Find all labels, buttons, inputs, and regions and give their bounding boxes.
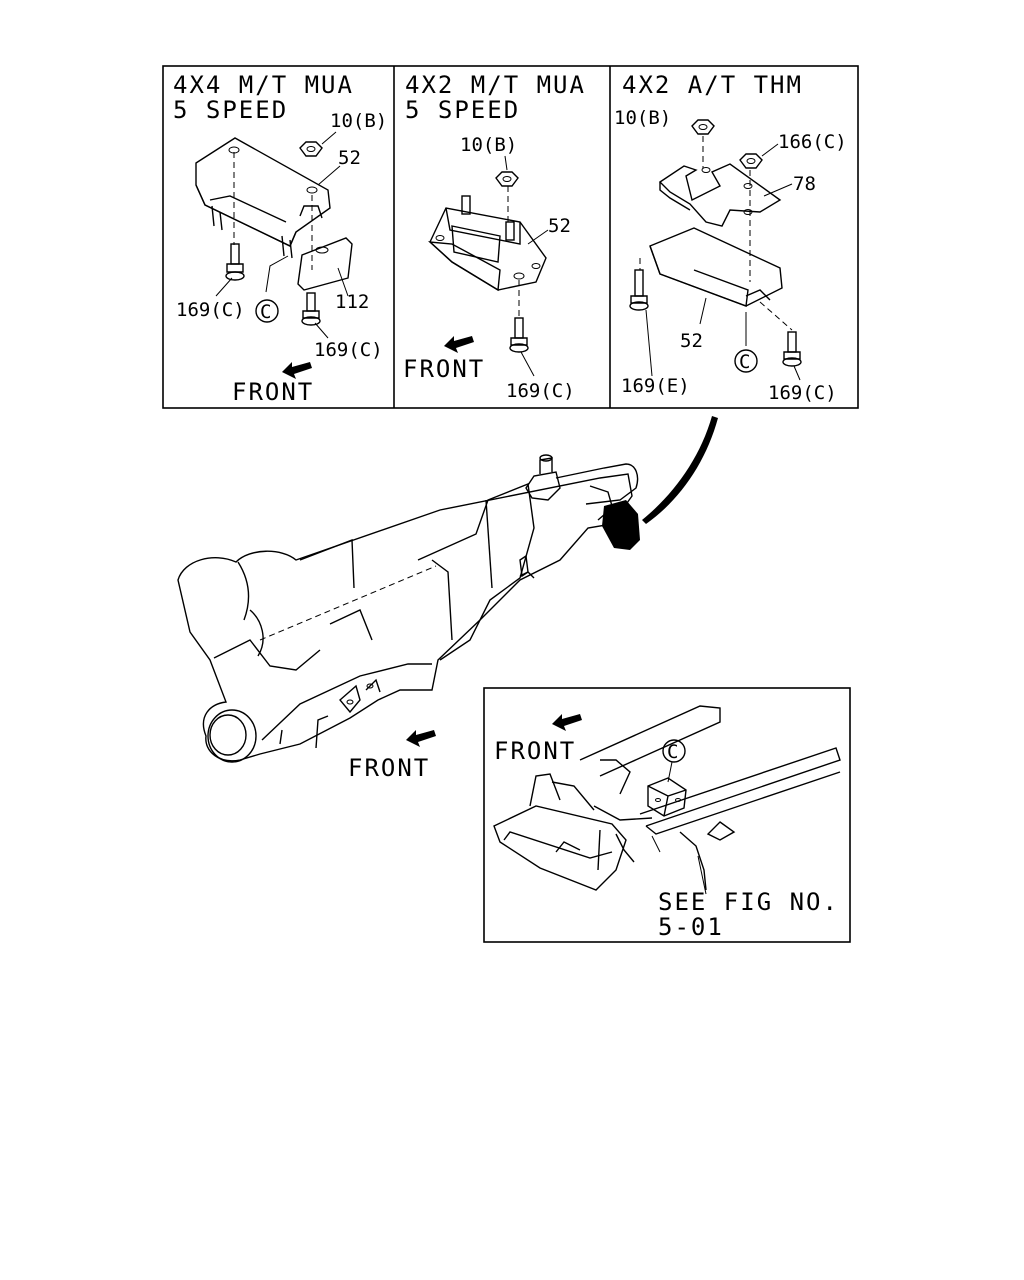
callout-52: 52 [548, 215, 571, 237]
callout-169c-right: 169(C) [314, 339, 383, 361]
callout-10b: 10(B) [460, 134, 517, 156]
bolt-169e-icon [629, 269, 653, 377]
bolt-169c-icon [782, 331, 802, 381]
callout-169e: 169(E) [621, 375, 690, 397]
panel-1-header-line2: 5 SPEED [173, 96, 288, 124]
see-fig-line2: 5-01 [658, 913, 724, 941]
callout-10b: 10(B) [330, 110, 387, 132]
pointer-arrow-icon [642, 416, 718, 524]
leader-78 [763, 183, 793, 197]
callout-112: 112 [335, 291, 369, 313]
callout-52: 52 [680, 330, 703, 352]
panel-4x2-at: 4X2 A/T THM 10(B) 166(C) 78 [614, 71, 847, 404]
bolt-169c-left-icon [215, 243, 245, 297]
bolt-169c-right-icon [301, 292, 329, 339]
bracket-78-drawing [658, 136, 782, 282]
panel-2-header-line1: 4X2 M/T MUA [405, 71, 586, 99]
inset-front-label: FRONT [494, 737, 576, 765]
panel-1-front-label: FRONT [232, 378, 314, 406]
ref-circle-c [734, 349, 758, 373]
inset-front-arrow-icon [552, 714, 582, 731]
leader-52 [317, 165, 341, 186]
leader-52 [699, 297, 707, 325]
nut-166c-icon [739, 143, 779, 169]
main-front-label: FRONT [348, 754, 430, 782]
ref-circle-c [255, 299, 279, 323]
frame-inset-border [483, 687, 851, 943]
panel-frame [162, 65, 859, 409]
engine-mount-52-drawing [427, 186, 547, 318]
callout-169c: 169(C) [506, 380, 575, 402]
mount-bracket-52-drawing [195, 137, 331, 270]
callout-52: 52 [338, 147, 361, 169]
main-front-arrow-icon [406, 730, 436, 747]
nut-10b-icon [495, 155, 519, 187]
ref-circle-c-label: C [260, 301, 271, 323]
callout-78: 78 [793, 173, 816, 195]
callout-166c: 166(C) [778, 131, 847, 153]
leader-c [265, 255, 289, 293]
nut-10b-icon [299, 131, 337, 157]
leader-52 [527, 229, 549, 245]
callout-169c: 169(C) [768, 382, 837, 404]
frame-inset: FRONT C SEE [483, 687, 851, 943]
panel-1-header-line1: 4X4 M/T MUA [173, 71, 354, 99]
plate-112-drawing [297, 237, 353, 297]
see-fig-line1: SEE FIG NO. [658, 888, 839, 916]
engine-transmission-drawing [177, 454, 640, 763]
front-arrow-icon [444, 336, 474, 353]
panel-2-header-line2: 5 SPEED [405, 96, 520, 124]
bolt-169c-icon [509, 317, 535, 377]
front-arrow-icon [282, 362, 312, 379]
ref-circle-c-label: C [739, 351, 750, 373]
panel-4x2-mt: 4X2 M/T MUA 5 SPEED 10(B) 52 [403, 71, 586, 402]
panel-2-front-label: FRONT [403, 355, 485, 383]
callout-169c-left: 169(C) [176, 299, 245, 321]
inset-ref-circle-c [662, 739, 686, 763]
see-fig-leader [697, 855, 707, 895]
panel-4x4-mt: 4X4 M/T MUA 5 SPEED 10(B) 52 [173, 71, 387, 406]
callout-10b: 10(B) [614, 107, 671, 129]
inset-ref-circle-c-label: C [667, 741, 678, 763]
inset-leader-c [667, 761, 673, 783]
panel-3-header-line1: 4X2 A/T THM [622, 71, 803, 99]
mount-52-drawing [639, 227, 793, 331]
nut-10b-icon [691, 119, 715, 135]
chassis-frame-drawing [493, 705, 841, 891]
variant-panels [162, 65, 859, 409]
